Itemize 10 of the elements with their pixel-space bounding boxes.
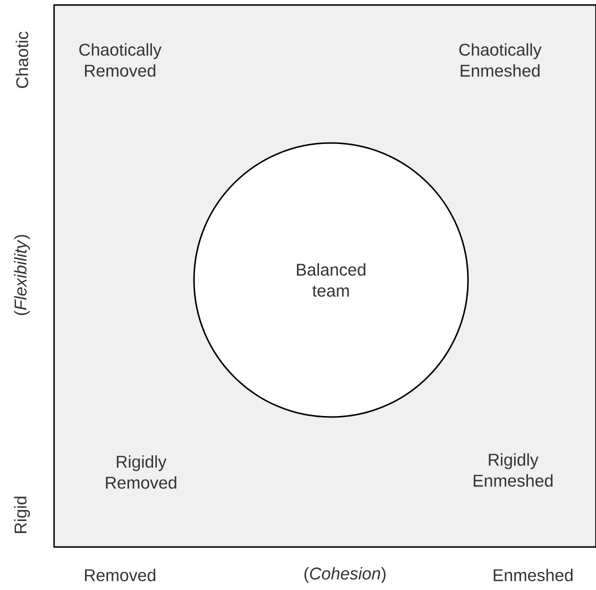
quadrant-label: Chaotically Enmeshed [459,43,542,77]
quadrant-label: Rigidly Removed [106,455,176,489]
axis-label: (Cohesion) [304,567,386,583]
axis-label: (Flexibility) [14,235,30,315]
quadrant-label: Chaotically Removed [79,43,162,77]
axis-label: Rigid [14,496,30,533]
axis-label: Removed [85,568,156,582]
axis-label: Enmeshed [494,568,573,582]
axis-label: Chaotic [16,32,28,88]
quadrant-label: Rigidly Enmeshed [474,453,553,487]
